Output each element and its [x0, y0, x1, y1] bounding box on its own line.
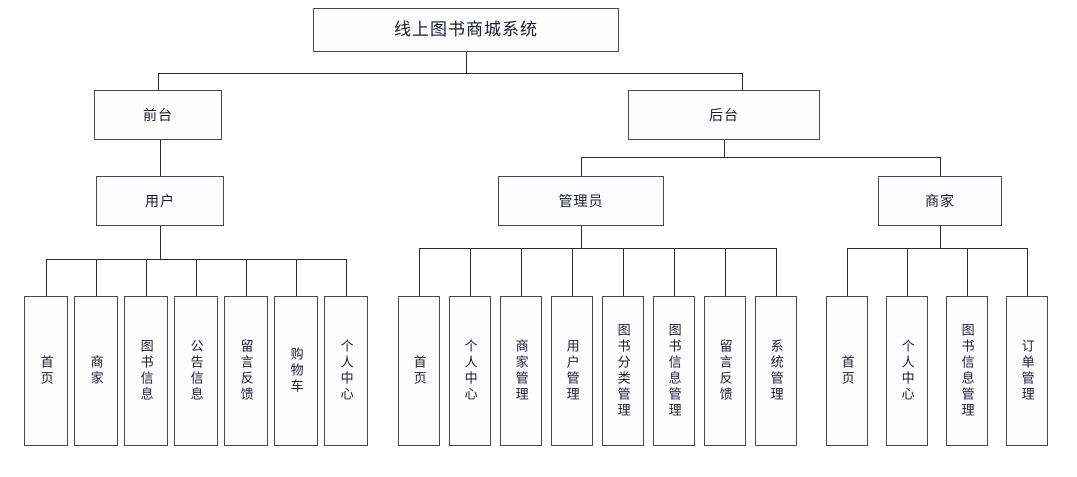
level2-node-1: 后台 [628, 90, 820, 140]
connector-drop-user-group-4 [246, 259, 247, 296]
leaf-node-admin-group-1: 个人中心 [449, 296, 491, 446]
leaf-node-admin-group-6: 留言反馈 [704, 296, 746, 446]
leaf-node-user-group-6-label: 个人中心 [338, 339, 354, 403]
leaf-node-merchant-group-0-label: 首页 [839, 355, 855, 387]
connector-drop-user-group-0 [46, 259, 47, 296]
leaf-node-user-group-4: 留言反馈 [224, 296, 268, 446]
level3-node-0: 用户 [96, 176, 224, 226]
connector-drop-user-group-6 [346, 259, 347, 296]
leaf-node-user-group-5-label: 购物车 [288, 347, 304, 395]
leaf-node-user-group-0-label: 首页 [38, 355, 54, 387]
level3-node-0-label: 用户 [145, 192, 175, 209]
connector-backend-bus [581, 157, 940, 158]
leaf-node-admin-group-2-label: 商家管理 [513, 339, 529, 403]
leaf-node-admin-group-1-label: 个人中心 [462, 339, 478, 403]
connector-bus-admin-group [419, 248, 776, 249]
connector-drop-admin-group-1 [470, 248, 471, 296]
connector-drop-admin-group-6 [725, 248, 726, 296]
leaf-node-admin-group-0: 首页 [398, 296, 440, 446]
connector-drop-user-group-1 [96, 259, 97, 296]
level3-node-1: 管理员 [498, 176, 664, 226]
level3-node-1-label: 管理员 [558, 192, 604, 209]
connector-drop-admin-group-4 [623, 248, 624, 296]
connector-bus-merchant-group [847, 248, 1027, 249]
leaf-node-admin-group-7: 系统管理 [755, 296, 797, 446]
leaf-node-user-group-6: 个人中心 [324, 296, 368, 446]
connector-drop-user-group-5 [296, 259, 297, 296]
leaf-node-admin-group-5-label: 图书信息管理 [666, 323, 682, 419]
leaf-node-user-group-1-label: 商家 [88, 355, 104, 387]
connector-frontend-drop [158, 73, 159, 90]
connector-drop-admin-group-2 [521, 248, 522, 296]
leaf-node-user-group-1: 商家 [74, 296, 118, 446]
connector-root-bus [158, 73, 742, 74]
leaf-node-user-group-4-label: 留言反馈 [238, 339, 254, 403]
leaf-node-admin-group-7-label: 系统管理 [768, 339, 784, 403]
connector-merchant-drop2 [940, 226, 941, 248]
connector-drop-admin-group-3 [572, 248, 573, 296]
connector-admin-drop [581, 157, 582, 176]
leaf-node-user-group-0: 首页 [24, 296, 68, 446]
connector-drop-admin-group-5 [674, 248, 675, 296]
connector-merchant-drop [940, 157, 941, 176]
connector-drop-admin-group-0 [419, 248, 420, 296]
level2-node-0-label: 前台 [143, 106, 173, 123]
level3-node-2-label: 商家 [925, 192, 955, 209]
leaf-node-merchant-group-3: 订单管理 [1006, 296, 1048, 446]
leaf-node-admin-group-6-label: 留言反馈 [717, 339, 733, 403]
level3-node-2: 商家 [878, 176, 1002, 226]
leaf-node-merchant-group-1: 个人中心 [886, 296, 928, 446]
connector-drop-merchant-group-2 [967, 248, 968, 296]
leaf-node-merchant-group-2-label: 图书信息管理 [959, 323, 975, 419]
connector-admin-drop2 [581, 226, 582, 248]
root-node: 线上图书商城系统 [313, 8, 619, 52]
leaf-node-admin-group-2: 商家管理 [500, 296, 542, 446]
leaf-node-merchant-group-2: 图书信息管理 [946, 296, 988, 446]
connector-drop-user-group-2 [146, 259, 147, 296]
level2-node-0: 前台 [94, 90, 222, 140]
leaf-node-merchant-group-3-label: 订单管理 [1019, 339, 1035, 403]
connector-drop-user-group-3 [196, 259, 197, 296]
connector-drop-merchant-group-0 [847, 248, 848, 296]
connector-drop-admin-group-7 [776, 248, 777, 296]
root-node-label: 线上图书商城系统 [394, 19, 538, 39]
leaf-node-user-group-3-label: 公告信息 [188, 339, 204, 403]
leaf-node-merchant-group-1-label: 个人中心 [899, 339, 915, 403]
leaf-node-admin-group-4: 图书分类管理 [602, 296, 644, 446]
leaf-node-user-group-2-label: 图书信息 [138, 339, 154, 403]
leaf-node-admin-group-3: 用户管理 [551, 296, 593, 446]
connector-frontend-to-user [160, 140, 161, 176]
leaf-node-admin-group-5: 图书信息管理 [653, 296, 695, 446]
leaf-node-admin-group-3-label: 用户管理 [564, 339, 580, 403]
leaf-node-admin-group-4-label: 图书分类管理 [615, 323, 631, 419]
connector-user-drop [160, 226, 161, 259]
connector-backend-drop2 [724, 140, 725, 157]
leaf-node-user-group-3: 公告信息 [174, 296, 218, 446]
leaf-node-merchant-group-0: 首页 [826, 296, 868, 446]
connector-drop-merchant-group-1 [907, 248, 908, 296]
connector-root-drop [466, 52, 467, 73]
connector-backend-drop [742, 73, 743, 90]
connector-drop-merchant-group-3 [1027, 248, 1028, 296]
leaf-node-user-group-2: 图书信息 [124, 296, 168, 446]
leaf-node-user-group-5: 购物车 [274, 296, 318, 446]
level2-node-1-label: 后台 [709, 106, 739, 123]
leaf-node-admin-group-0-label: 首页 [411, 355, 427, 387]
